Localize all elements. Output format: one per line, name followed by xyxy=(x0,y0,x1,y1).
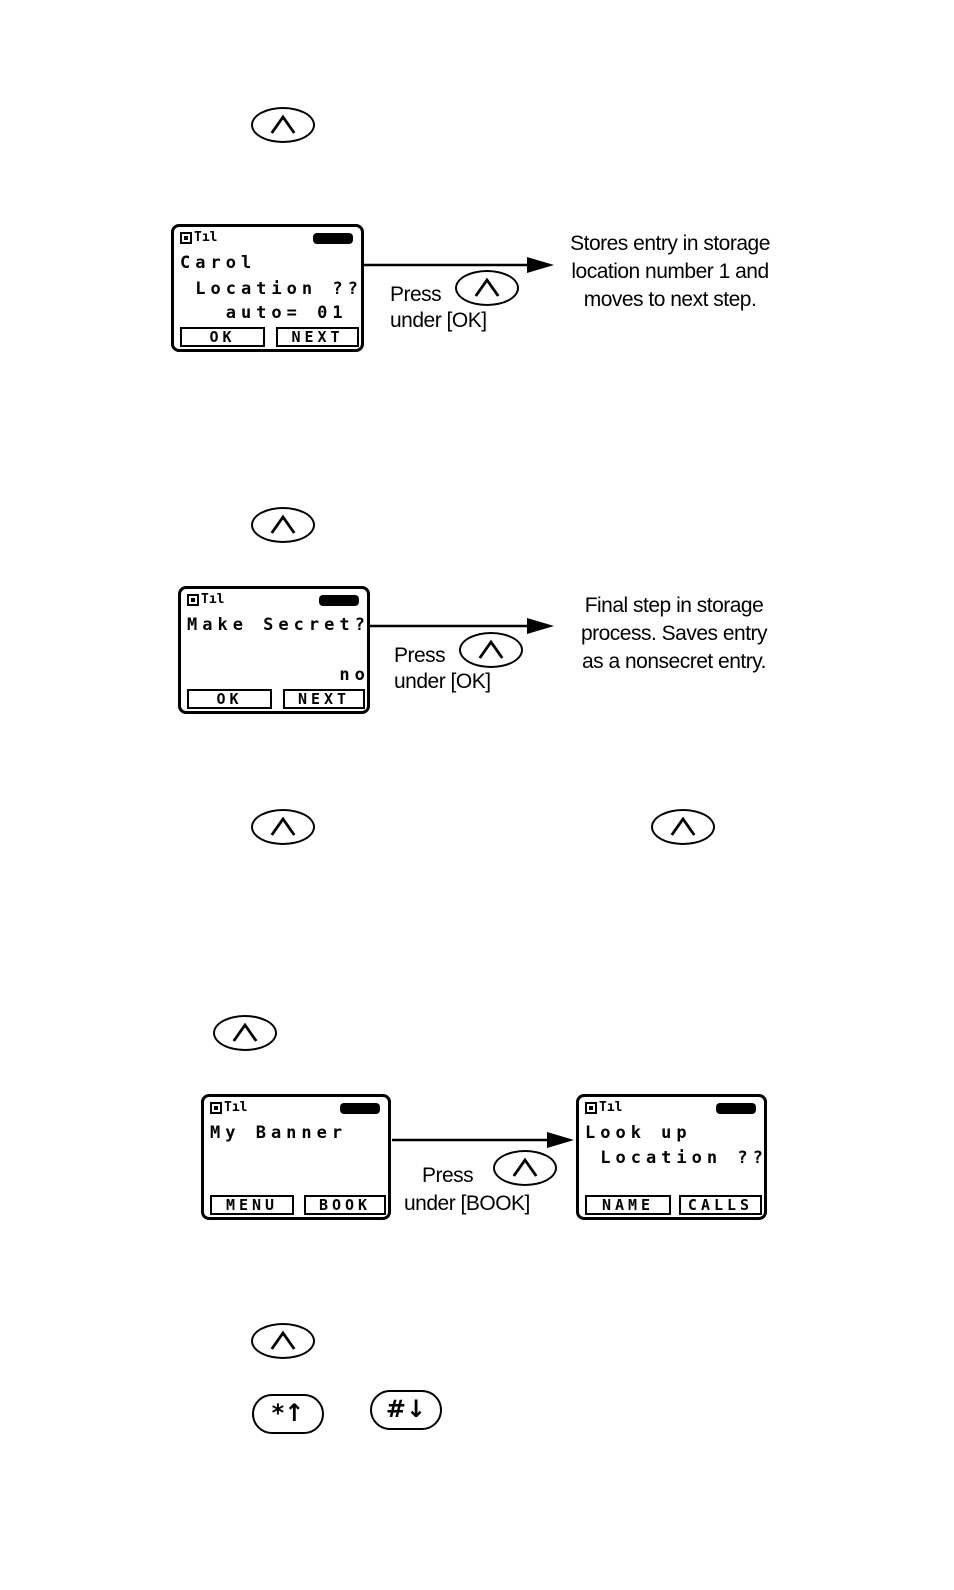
signal-strength-icon: Tıl xyxy=(210,1101,247,1115)
arrow-connector xyxy=(362,257,554,273)
softkey-label-menu: MENU xyxy=(210,1195,294,1215)
arrow-connector xyxy=(368,618,554,634)
phone-screen-make-secret: Tıl Make Secret? no OK NEXT xyxy=(178,586,370,714)
softkey-label-next: NEXT xyxy=(276,327,359,347)
press-text: Press xyxy=(422,1164,474,1187)
caption-line: as a nonsecret entry. xyxy=(581,650,767,673)
screen-line: auto= 01 xyxy=(180,303,348,323)
up-caret-glyph xyxy=(270,514,296,534)
up-caret-glyph xyxy=(270,114,296,134)
press-under-text: under [OK] xyxy=(394,670,491,693)
softkey-icon xyxy=(455,270,519,306)
caption-line: Stores entry in storage xyxy=(570,232,770,255)
softkey-icon xyxy=(251,1323,315,1359)
press-under-text: under [BOOK] xyxy=(404,1192,530,1215)
screen-line: My Banner xyxy=(210,1123,348,1143)
softkey-label-calls: CALLS xyxy=(679,1195,762,1215)
signal-strength-icon: Tıl xyxy=(180,231,217,245)
screen-line: Carol xyxy=(180,253,257,273)
softkey-icon xyxy=(459,632,523,668)
up-caret-glyph xyxy=(478,639,504,659)
screen-line: Location ?? xyxy=(585,1148,768,1168)
caption-line: moves to next step. xyxy=(583,288,757,311)
up-caret-glyph xyxy=(270,1330,296,1350)
softkey-icon xyxy=(251,107,315,143)
softkey-label-ok: OK xyxy=(187,689,272,709)
up-caret-glyph xyxy=(670,816,696,836)
phone-screen-location: Tıl Carol Location ?? auto= 01 OK NEXT xyxy=(171,224,364,352)
up-caret-glyph xyxy=(512,1157,538,1177)
caption-line: location number 1 and xyxy=(571,260,769,283)
star-up-key-icon: *↑ xyxy=(252,1394,324,1434)
screen-line: no xyxy=(187,665,370,685)
softkey-label-name: NAME xyxy=(585,1195,671,1215)
screen-line: Look up xyxy=(585,1123,692,1143)
signal-strength-icon: Tıl xyxy=(585,1101,622,1115)
softkey-label-ok: OK xyxy=(180,327,265,347)
battery-icon xyxy=(340,1103,380,1114)
up-caret-glyph xyxy=(474,277,500,297)
battery-icon xyxy=(313,233,353,244)
star-up-label: *↑ xyxy=(271,1399,305,1427)
screen-line: Make Secret? xyxy=(187,615,370,635)
battery-icon xyxy=(319,595,359,606)
softkey-icon xyxy=(251,507,315,543)
up-caret-glyph xyxy=(270,816,296,836)
press-text: Press xyxy=(394,644,446,667)
battery-icon xyxy=(716,1103,756,1114)
caption: Final step in storage process. Saves ent… xyxy=(556,592,792,676)
caption-line: process. Saves entry xyxy=(580,622,768,645)
softkey-icon xyxy=(651,809,715,845)
signal-strength-icon: Tıl xyxy=(187,593,224,607)
up-caret-glyph xyxy=(232,1022,258,1042)
screen-line: Location ?? xyxy=(180,279,363,299)
softkey-icon xyxy=(251,809,315,845)
softkey-icon xyxy=(213,1015,277,1051)
caption: Stores entry in storage location number … xyxy=(550,230,790,314)
hash-down-key-icon: #↓ xyxy=(370,1390,442,1430)
caption-line: Final step in storage xyxy=(584,594,764,617)
phone-screen-banner: Tıl My Banner MENU BOOK xyxy=(201,1094,391,1220)
press-text: Press xyxy=(390,283,442,306)
softkey-label-book: BOOK xyxy=(304,1195,386,1215)
hash-down-label: #↓ xyxy=(385,1395,427,1423)
softkey-icon xyxy=(493,1150,557,1186)
softkey-label-next: NEXT xyxy=(283,689,365,709)
arrow-connector xyxy=(392,1132,574,1148)
phone-screen-look-up: Tıl Look up Location ?? NAME CALLS xyxy=(576,1094,767,1220)
press-under-text: under [OK] xyxy=(390,309,487,332)
